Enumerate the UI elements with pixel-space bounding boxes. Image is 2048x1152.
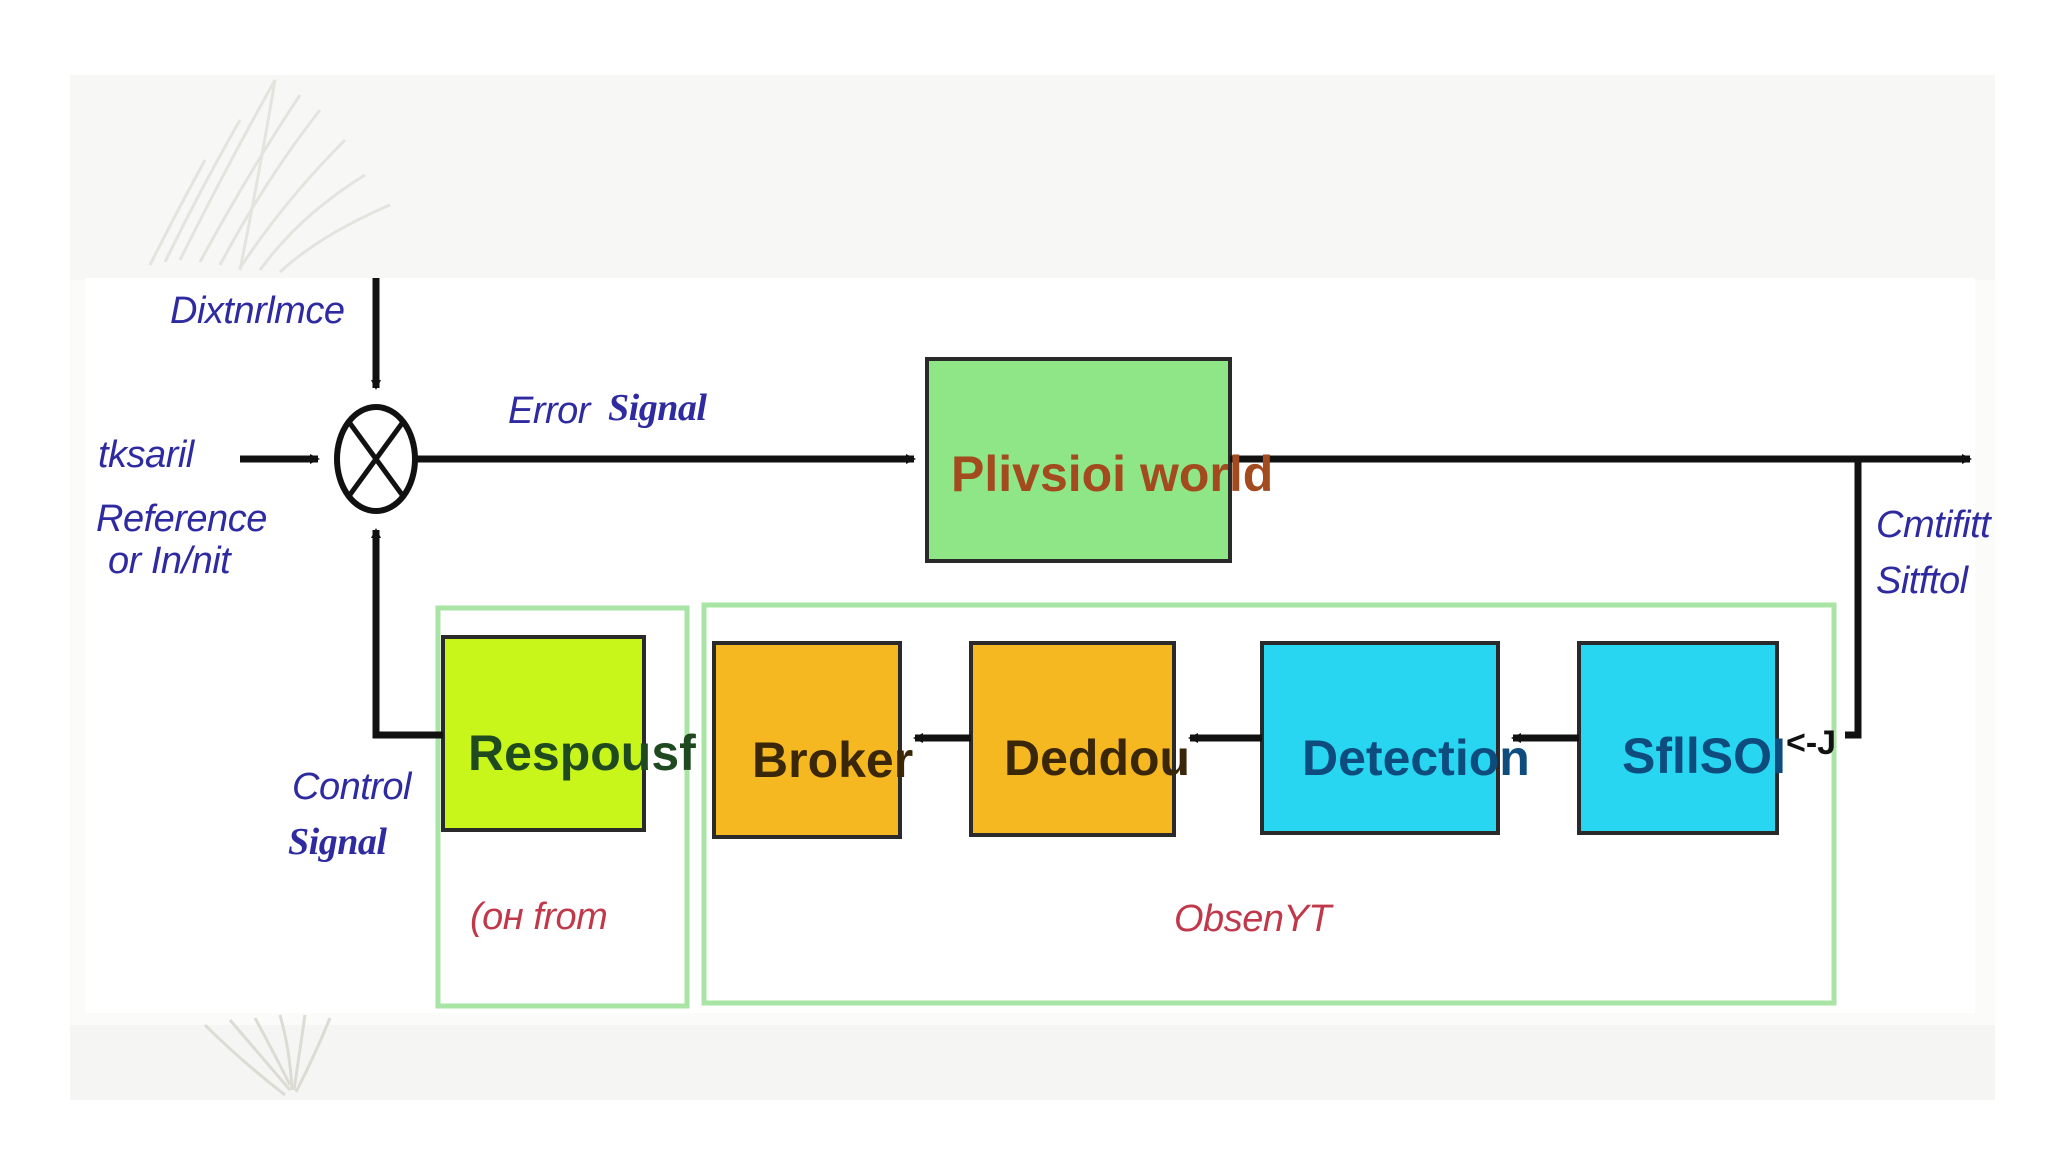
plant-block[interactable] — [925, 357, 1232, 563]
plant-block-label: Plivsioi world — [951, 446, 1274, 502]
sensor-block-label: SfllSOI — [1622, 728, 1786, 784]
sensor-suffix-label: <-J — [1786, 724, 1837, 762]
background-panel-top — [70, 75, 1995, 280]
control-label: Control — [292, 766, 412, 808]
sensor-block[interactable] — [1577, 641, 1779, 835]
detection-block[interactable] — [1260, 641, 1500, 835]
output-label-line2: Sitftol — [1876, 560, 1968, 602]
signal-label: Signal — [608, 387, 707, 429]
input-signal-label: tksaril — [98, 434, 194, 476]
response-block-label: Respousf — [468, 725, 696, 781]
broker-block-label: Broker — [752, 732, 914, 788]
control-signal-line — [371, 528, 443, 739]
reference-label-line2: or In/nit — [108, 540, 231, 582]
decorative-frond-top — [148, 79, 391, 274]
decorative-frond-bottom — [203, 1014, 332, 1097]
output-feedback-line — [1845, 459, 1862, 739]
broker-block[interactable] — [712, 641, 902, 839]
control-signal-label: Signal — [288, 821, 387, 863]
decision-block[interactable] — [969, 641, 1176, 837]
controller-group-label: (он from — [470, 896, 608, 938]
error-label: Error — [508, 390, 590, 432]
detection-block-label: Detection — [1302, 730, 1530, 786]
background-panel-bottom — [70, 1025, 1995, 1100]
disturbance-label: Dixtnrlmce — [170, 290, 345, 332]
output-label-line1: Cmtifitt — [1876, 504, 1991, 546]
decision-block-label: Deddou — [1004, 730, 1191, 786]
observer-group-label: ObsenYT — [1174, 898, 1332, 940]
summing-junction-icon — [334, 404, 418, 514]
reference-label-line1: Reference — [96, 498, 267, 540]
observer-group-box — [701, 602, 1837, 1006]
controller-group-box — [435, 605, 690, 1009]
response-block[interactable] — [441, 635, 646, 832]
